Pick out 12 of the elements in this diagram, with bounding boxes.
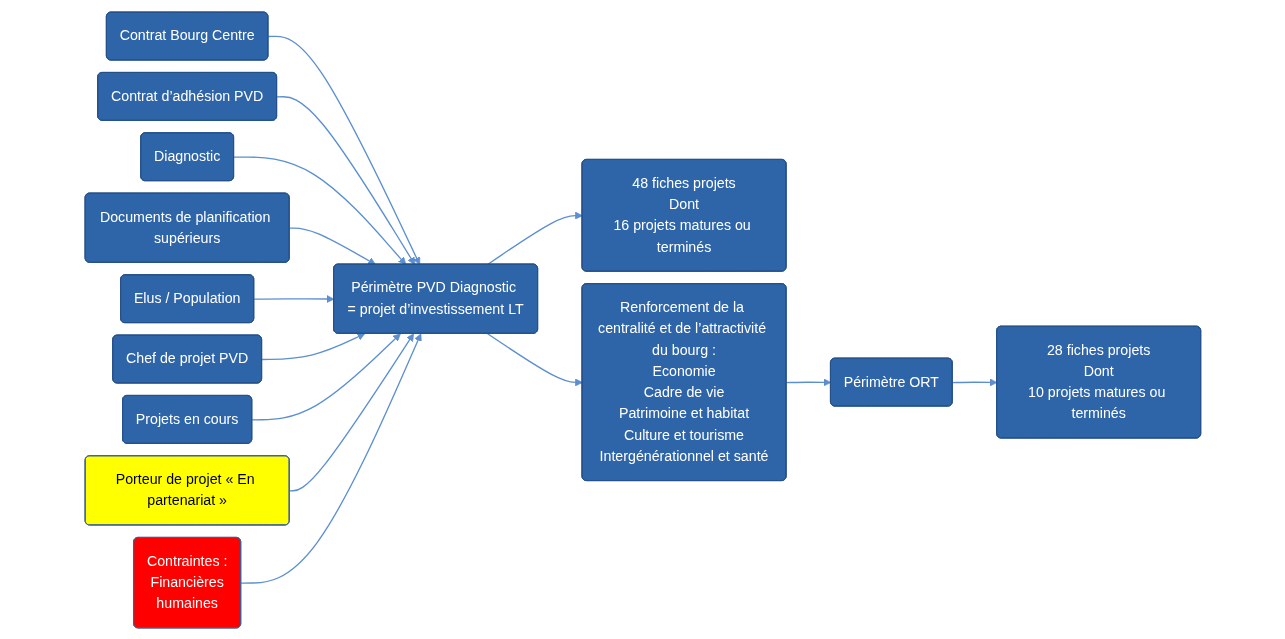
arrow bbox=[240, 332, 422, 584]
arrow bbox=[785, 378, 831, 386]
arrow bbox=[276, 95, 415, 265]
arrow bbox=[261, 332, 365, 360]
arrow bbox=[232, 155, 406, 265]
arrow bbox=[951, 378, 997, 386]
arrow bbox=[288, 332, 414, 491]
arrow bbox=[251, 332, 401, 420]
arrow bbox=[486, 332, 583, 386]
arrow bbox=[288, 226, 376, 265]
arrow bbox=[267, 35, 420, 265]
arrow bbox=[253, 294, 334, 303]
